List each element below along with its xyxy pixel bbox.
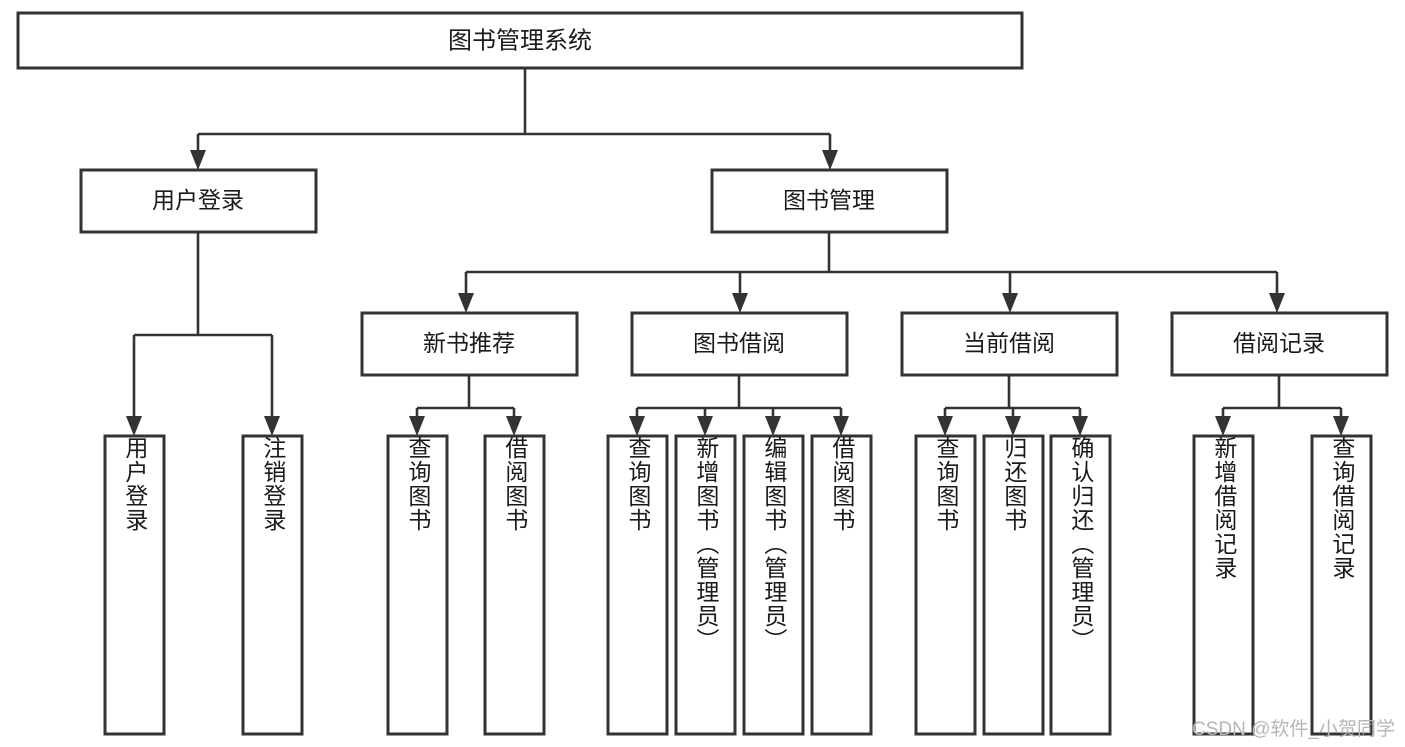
leaf-box-new-book-2[interactable] bbox=[483, 434, 546, 736]
leaf-box-book-borrow-1[interactable] bbox=[606, 434, 669, 736]
node-user-login[interactable]: 用户登录 bbox=[79, 168, 318, 234]
csdn-watermark: CSDN @软件_小贺同学 bbox=[1192, 719, 1395, 740]
current-borrow-box[interactable] bbox=[900, 311, 1119, 377]
borrow-record-label: 借阅记录 bbox=[1233, 330, 1325, 356]
arrow-current-borrow-leaf-3 bbox=[1072, 416, 1088, 436]
connector-current-borrow-to-leaves bbox=[937, 375, 1088, 436]
arrow-borrow-record-leaf-1 bbox=[1215, 416, 1231, 436]
arrow-to-borrow-record bbox=[1269, 293, 1285, 313]
leaf-box-book-borrow-3[interactable] bbox=[742, 434, 805, 736]
root-box[interactable] bbox=[16, 11, 1024, 70]
connector-book-manage-to-level3 bbox=[458, 232, 1285, 313]
arrow-new-book-leaf-1 bbox=[409, 416, 425, 436]
book-manage-label: 图书管理 bbox=[783, 187, 875, 213]
arrow-borrow-record-leaf-2 bbox=[1333, 416, 1349, 436]
connector-user-login-to-leaves bbox=[126, 232, 280, 436]
node-book-manage[interactable]: 图书管理 bbox=[710, 168, 949, 234]
leaf-box-borrow-record-2[interactable] bbox=[1310, 434, 1373, 736]
arrow-to-book-manage bbox=[822, 150, 838, 170]
leaf-box-user-login-2[interactable] bbox=[241, 434, 304, 736]
node-root[interactable]: 图书管理系统 bbox=[16, 11, 1024, 70]
arrow-current-borrow-leaf-1 bbox=[937, 416, 953, 436]
arrow-to-book-borrow bbox=[732, 293, 748, 313]
leaf-box-current-borrow-1[interactable] bbox=[914, 434, 977, 736]
arrow-current-borrow-leaf-2 bbox=[1005, 416, 1021, 436]
book-manage-box[interactable] bbox=[710, 168, 949, 234]
arrow-new-book-leaf-2 bbox=[506, 416, 522, 436]
node-current-borrow[interactable]: 当前借阅 bbox=[900, 311, 1119, 377]
leaf-box-current-borrow-2[interactable] bbox=[982, 434, 1045, 736]
current-borrow-label: 当前借阅 bbox=[963, 330, 1055, 356]
user-login-label: 用户登录 bbox=[152, 187, 244, 213]
leaf-box-user-login-1[interactable] bbox=[103, 434, 166, 736]
node-borrow-record[interactable]: 借阅记录 bbox=[1170, 311, 1389, 377]
node-book-borrow[interactable]: 图书借阅 bbox=[630, 311, 849, 377]
arrow-book-borrow-leaf-2 bbox=[697, 416, 713, 436]
new-book-recommend-box[interactable] bbox=[360, 311, 579, 377]
leaf-box-current-borrow-3[interactable] bbox=[1049, 434, 1112, 736]
connector-book-borrow-to-leaves bbox=[629, 375, 849, 436]
arrow-book-borrow-leaf-4 bbox=[833, 416, 849, 436]
connector-new-book-to-leaves bbox=[409, 375, 522, 436]
node-new-book-recommend[interactable]: 新书推荐 bbox=[360, 311, 579, 377]
leaf-box-book-borrow-4[interactable] bbox=[810, 434, 873, 736]
arrow-to-current-borrow bbox=[1002, 293, 1018, 313]
leaf-box-borrow-record-1[interactable] bbox=[1192, 434, 1255, 736]
arrow-user-login-leaf-1 bbox=[126, 416, 142, 436]
book-borrow-box[interactable] bbox=[630, 311, 849, 377]
borrow-record-box[interactable] bbox=[1170, 311, 1389, 377]
arrow-to-user-login bbox=[190, 150, 206, 170]
book-borrow-label: 图书借阅 bbox=[693, 330, 785, 356]
leaf-box-book-borrow-2[interactable] bbox=[674, 434, 737, 736]
arrow-book-borrow-leaf-3 bbox=[765, 416, 781, 436]
arrow-book-borrow-leaf-1 bbox=[629, 416, 645, 436]
connector-borrow-record-to-leaves bbox=[1215, 375, 1349, 436]
arrow-to-new-book bbox=[458, 293, 474, 313]
arrow-user-login-leaf-2 bbox=[264, 416, 280, 436]
connector-root-to-level2 bbox=[190, 68, 838, 170]
new-book-recommend-label: 新书推荐 bbox=[423, 330, 515, 356]
root-label: 图书管理系统 bbox=[448, 27, 592, 54]
leaf-box-new-book-1[interactable] bbox=[386, 434, 449, 736]
